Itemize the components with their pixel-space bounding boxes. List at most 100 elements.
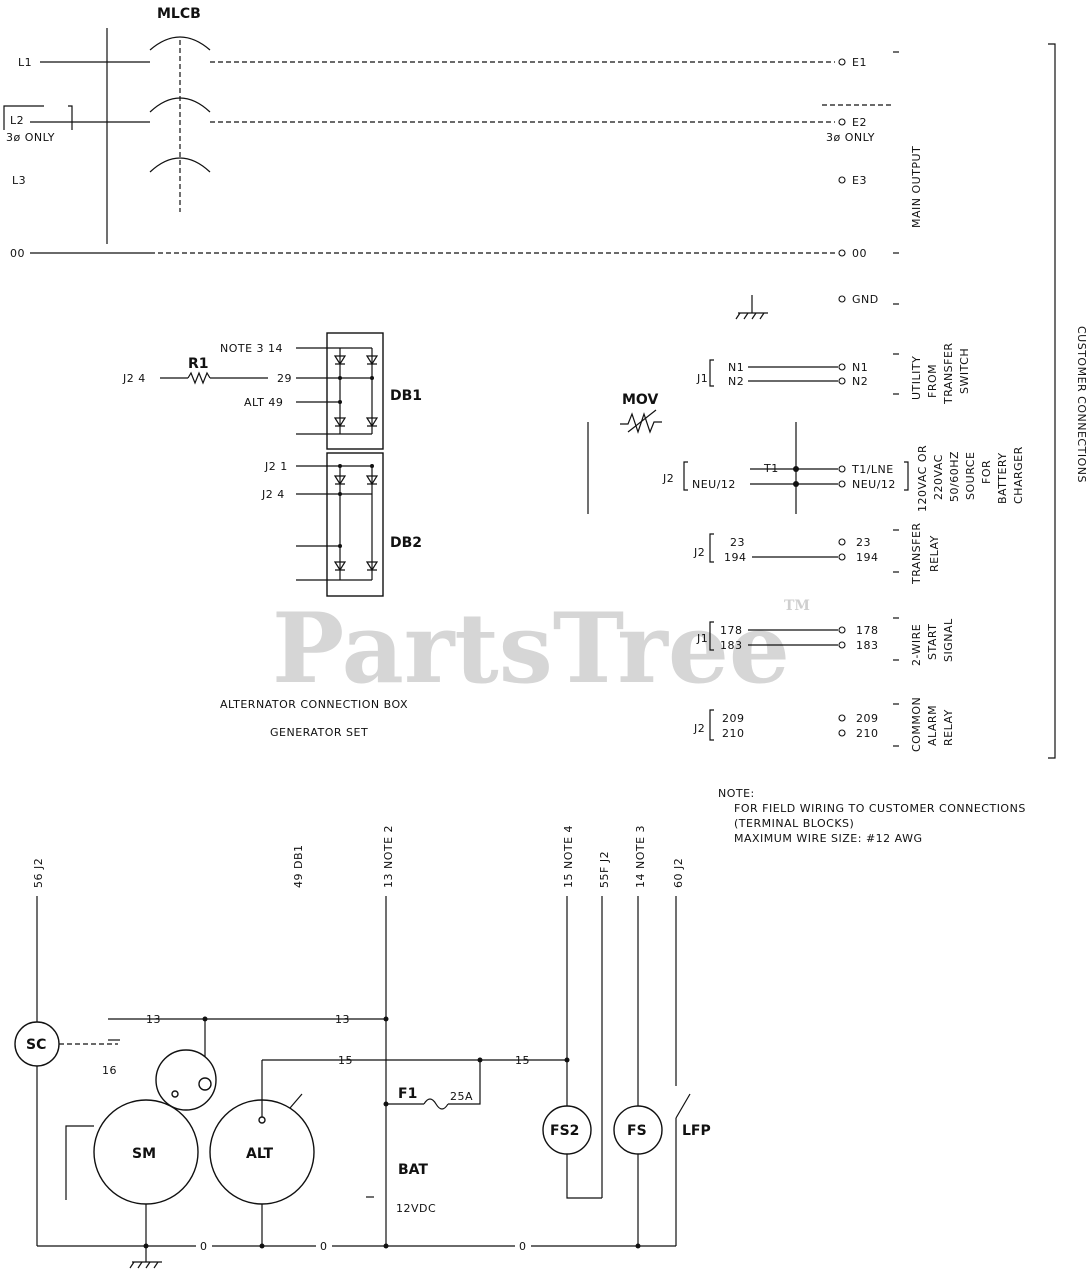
fs2-return [566, 1154, 602, 1199]
battery-line-7: CHARGER [1012, 446, 1025, 504]
junction-dot [383, 1016, 389, 1022]
t194-terminal [838, 553, 846, 561]
junction-dot [383, 1243, 389, 1249]
junction-dot [635, 1243, 641, 1249]
f1-label: F1 [398, 1086, 417, 1102]
n2-terminal [838, 377, 846, 385]
bat-voltage-label: 12VDC [396, 1202, 436, 1215]
battery-line-5: FOR [980, 460, 993, 484]
battery-line-1: 120VAC OR [916, 445, 929, 512]
watermark-text: PartsTree [272, 592, 790, 705]
j2-4b-label: J2 4 [261, 488, 285, 501]
e0-terminal [838, 249, 846, 257]
alarm-line-2: ALARM [926, 705, 939, 746]
l2-bracket-left [3, 105, 44, 130]
junction-dot [338, 376, 342, 380]
l3-label: L3 [12, 174, 26, 187]
db2-group: J2 1 J2 4 DB2 [261, 452, 422, 597]
v60-label: 60 J2 [672, 858, 685, 888]
solenoid-terminal [171, 1090, 179, 1098]
lfp-switch-icon [675, 1093, 691, 1119]
bracket-line [1048, 43, 1056, 759]
utility-line-3: TRANSFER [942, 342, 955, 405]
t210-right-label: 210 [856, 727, 879, 740]
l2-bracket-right [68, 105, 73, 130]
gnd-label: GND [852, 293, 879, 306]
lfp-label: LFP [682, 1123, 711, 1139]
junction-dot [338, 544, 342, 548]
t194-left-label: 194 [724, 551, 747, 564]
t210-left-label: 210 [722, 727, 745, 740]
fs-label: FS [627, 1123, 647, 1139]
j1-util-label: J1 [696, 372, 708, 385]
t23-left-label: 23 [730, 536, 745, 549]
w15b-label: 15 [515, 1054, 530, 1067]
watermark-tm: TM [784, 598, 810, 614]
solenoid-circle [155, 1049, 217, 1111]
junction-dot [370, 376, 374, 380]
n2-right-label: N2 [852, 375, 868, 388]
l2-3phase-label: 3ø ONLY [6, 131, 55, 144]
battery-line-6: BATTERY [996, 452, 1009, 504]
battery-line-3: 50/60HZ [948, 451, 961, 502]
fs-circle [613, 1105, 663, 1155]
note-line-1: NOTE: [718, 787, 755, 800]
w15a-label: 15 [338, 1054, 353, 1067]
w0c-label: 0 [519, 1240, 527, 1253]
v15-label: 15 NOTE 4 [562, 825, 575, 888]
mov-label: MOV [622, 392, 658, 408]
n2-left-label: N2 [728, 375, 744, 388]
t23-terminal [838, 538, 846, 546]
e1-label: E1 [852, 56, 867, 69]
resistor-icon [187, 371, 211, 385]
utility-terminals: J1 N1 N2 N1 N2 UTILITY FROM TRANSFER SWI… [696, 342, 971, 405]
mov-group: MOV [587, 392, 662, 514]
db1-group: R1 J2 4 NOTE 3 14 29 ALT 49 DB1 [122, 332, 422, 450]
alt-label: ALT [246, 1146, 273, 1162]
n1-left-label: N1 [728, 361, 744, 374]
junction-dot [143, 1243, 149, 1249]
db2-label: DB2 [390, 535, 422, 551]
db1-label: DB1 [390, 388, 422, 404]
note-line-3: (TERMINAL BLOCKS) [734, 817, 854, 830]
bracket [709, 709, 714, 741]
e2-3phase-label: 3ø ONLY [826, 131, 875, 144]
db1-box [326, 332, 384, 450]
w13b-label: 13 [335, 1013, 350, 1026]
note-line-4: MAXIMUM WIRE SIZE: #12 AWG [734, 832, 922, 845]
neu-left-label: NEU/12 [692, 478, 736, 491]
w0a-label: 0 [200, 1240, 208, 1253]
junction-dot [259, 1243, 265, 1249]
junction-dot [338, 492, 342, 496]
box-label-2: GENERATOR SET [270, 726, 368, 739]
w16-label: 16 [102, 1064, 117, 1077]
junction-dot [793, 481, 799, 487]
varistor-icon [620, 412, 662, 434]
bracket [709, 359, 714, 387]
l2-label: L2 [10, 114, 24, 127]
label-gap [196, 1240, 212, 1252]
fs2-label: FS2 [550, 1123, 579, 1139]
r1-label: R1 [188, 356, 209, 372]
transfer-line-1: TRANSFER [910, 522, 923, 585]
varistor-slash [627, 409, 657, 433]
e0-label: 00 [852, 247, 867, 260]
alt49-label: ALT 49 [244, 396, 283, 409]
t209-terminal [838, 714, 846, 722]
e3-terminal [838, 176, 846, 184]
alt-terminal [258, 1116, 266, 1124]
t178-left-label: 178 [720, 624, 743, 637]
l0-label: 00 [10, 247, 25, 260]
neu-terminal [838, 480, 846, 488]
bracket [709, 621, 714, 651]
v13-label: 13 NOTE 2 [382, 825, 395, 888]
main-breaker-section: MLCB L1 E1 L2 3ø ONLY E2 3ø ONLY L3 E3 0… [3, 6, 923, 320]
alarm-relay-terminals: J2 209 210 209 210 COMMON ALARM RELAY [693, 697, 955, 752]
label-gap [316, 1240, 332, 1252]
bracket [683, 461, 688, 491]
label-gap [515, 1240, 531, 1252]
bracket [904, 461, 909, 491]
j2-1-label: J2 1 [264, 460, 288, 473]
